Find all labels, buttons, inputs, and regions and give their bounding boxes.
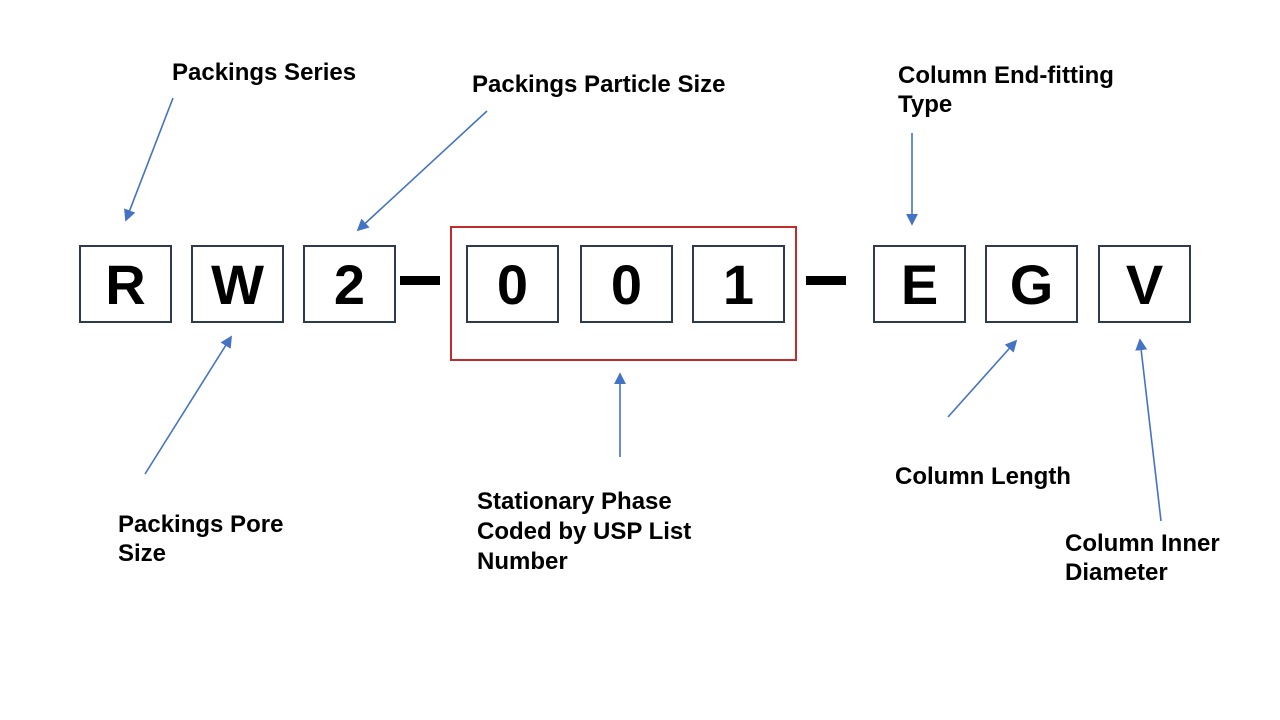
code-box-inner-diameter: V	[1098, 245, 1191, 323]
arrow-column-inner-diameter	[1135, 338, 1162, 522]
label-packings-pore-size: Packings Pore Size	[118, 511, 284, 567]
arrow-packings-pore-size	[144, 335, 232, 475]
arrow-packings-particle-size	[356, 110, 488, 232]
dash-separator-2	[806, 276, 846, 285]
dash-separator-1	[400, 276, 440, 285]
code-box-packings-pore-size: W	[191, 245, 284, 323]
code-box-column-length: G	[985, 245, 1078, 323]
label-packings-series: Packings Series	[172, 59, 357, 86]
usp-highlight-rect	[450, 226, 797, 361]
code-box-packings-series: R	[79, 245, 172, 323]
code-box-usp-digit-2: 0	[580, 245, 673, 323]
label-column-end-fitting-type: Column End-fitting Type	[898, 62, 1114, 118]
label-stationary-phase: Stationary Phase Coded by USP List Numbe…	[477, 488, 692, 575]
code-box-particle-size: 2	[303, 245, 396, 323]
code-box-usp-digit-1: 0	[466, 245, 559, 323]
code-box-usp-digit-3: 1	[692, 245, 785, 323]
label-column-length: Column Length	[895, 463, 1071, 490]
arrow-packings-series	[124, 97, 174, 222]
code-box-end-fitting: E	[873, 245, 966, 323]
arrow-column-length	[947, 339, 1018, 418]
label-column-inner-diameter: Column Inner Diameter	[1065, 530, 1220, 586]
label-packings-particle-size: Packings Particle Size	[472, 71, 726, 98]
